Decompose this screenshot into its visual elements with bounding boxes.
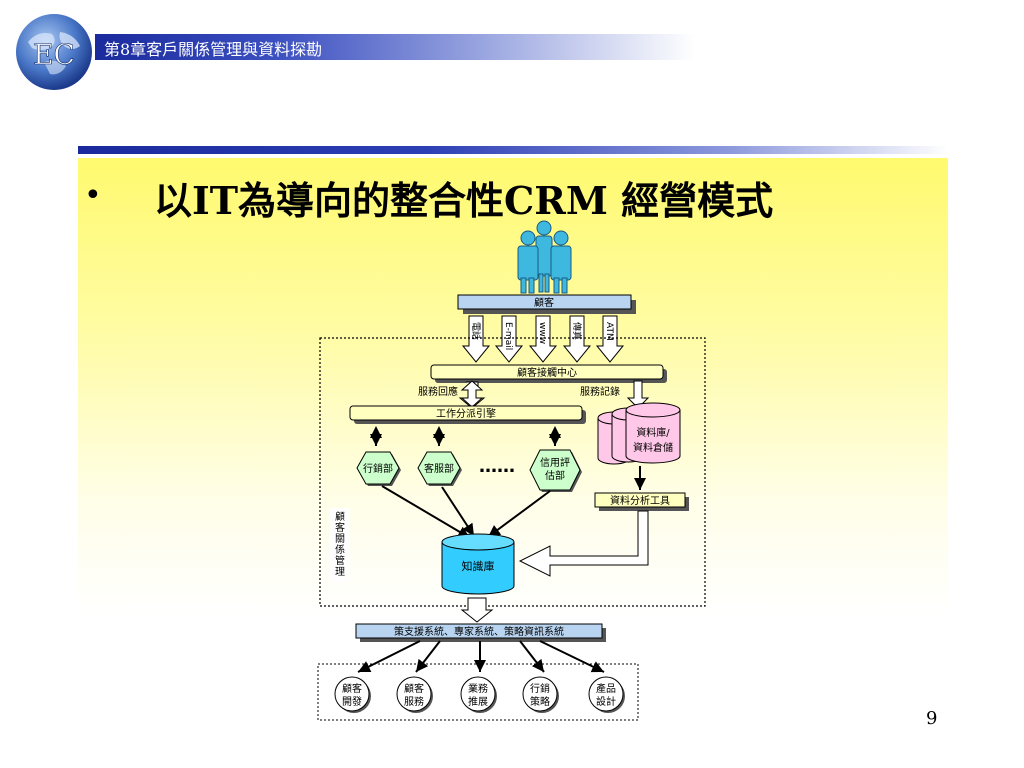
crm-boundary [319, 337, 706, 607]
channel-label-2: www [537, 322, 547, 344]
channel-label-4: ATM [604, 322, 614, 341]
channel-label-1: E-mail [503, 322, 513, 350]
bullet-marker: • [84, 178, 102, 213]
data-warehouse-line2: 資料倉儲 [633, 441, 673, 454]
svg-text:信用評: 信用評 [540, 456, 570, 469]
knowledge-to-decision-arrow [460, 597, 494, 623]
department-marketing: 行銷部 [356, 451, 401, 486]
knowledge-base-cylinder [441, 533, 515, 595]
customer-label: 顧客 [534, 296, 554, 309]
service-response-arrow [458, 380, 486, 409]
dispatch-engine-box [349, 405, 583, 421]
data-warehouse-cylinders [597, 402, 681, 465]
channel-arrow-3: 傳真 [562, 315, 592, 363]
svg-text:關: 關 [335, 533, 345, 545]
logo-text: EC [33, 38, 75, 71]
customer-box [457, 294, 632, 310]
channel-arrows: 電話 E-mail www 傳真 ATM [461, 315, 625, 363]
output-label-line2: 策略 [530, 695, 550, 708]
knowledge-base-label: 知識庫 [462, 559, 495, 573]
output-label-line2: 開發 [342, 695, 362, 708]
header-bar [95, 34, 695, 60]
decision-support-label: 策支援系統、專家系統、策略資訊系統 [394, 625, 564, 638]
service-record-label: 服務記錄 [580, 385, 620, 398]
svg-text:理: 理 [335, 566, 345, 578]
department-credit-assessment: 信用評 估部 [529, 449, 582, 492]
channel-arrow-2: www [528, 315, 558, 363]
channel-arrow-4: ATM [595, 315, 625, 363]
crm-side-box [330, 508, 350, 582]
output-label-line2: 推展 [468, 695, 488, 708]
analysis-to-knowledge-arrow [518, 510, 649, 577]
svg-text:行銷部: 行銷部 [363, 462, 393, 475]
customer-people-icon [517, 220, 572, 294]
output-label-line1: 產品 [596, 682, 616, 695]
svg-text:客服部: 客服部 [424, 462, 454, 475]
output-label-line1: 業務 [468, 682, 488, 695]
decision-support-box [355, 623, 603, 639]
page-number: 9 [926, 708, 938, 729]
service-response-label: 服務回應 [418, 385, 458, 398]
title-rule [78, 146, 948, 154]
output-label-line2: 服務 [404, 695, 424, 708]
analysis-tools-box [594, 492, 686, 508]
svg-text:係: 係 [335, 544, 345, 556]
channel-arrow-0: 電話 [461, 315, 491, 363]
contact-center-label: 顧客接觸中心 [517, 366, 577, 379]
output-label-line2: 設計 [596, 695, 616, 708]
channel-label-0: 電話 [470, 322, 482, 340]
svg-text:管: 管 [335, 554, 345, 567]
chapter-title: 第8章客戶關係管理與資料探勘 [104, 40, 323, 59]
output-label-line1: 顧客 [342, 682, 362, 695]
department-customer-service: 客服部 [417, 451, 462, 486]
svg-text:估部: 估部 [545, 469, 565, 482]
globe-icon [16, 14, 92, 90]
analysis-tools-label: 資料分析工具 [610, 494, 670, 507]
data-warehouse-line1: 資料庫/ [636, 426, 670, 439]
dispatch-engine-label: 工作分派引擎 [436, 407, 496, 420]
output-label-line1: 顧客 [404, 682, 424, 695]
slide-heading: 以IT為導向的整合性CRM 經營模式 [154, 178, 774, 223]
svg-text:顧: 顧 [335, 510, 345, 523]
contact-center-box [430, 364, 664, 380]
department-ellipsis: …… [479, 456, 515, 477]
output-label-line1: 行銷 [530, 682, 550, 695]
ec-logo: EC [16, 14, 92, 90]
channel-label-3: 傳真 [571, 322, 583, 340]
crm-side-label: 顧 客 關 係 管 理 [335, 510, 345, 578]
svg-text:客: 客 [335, 521, 345, 534]
channel-arrow-1: E-mail [494, 315, 524, 363]
